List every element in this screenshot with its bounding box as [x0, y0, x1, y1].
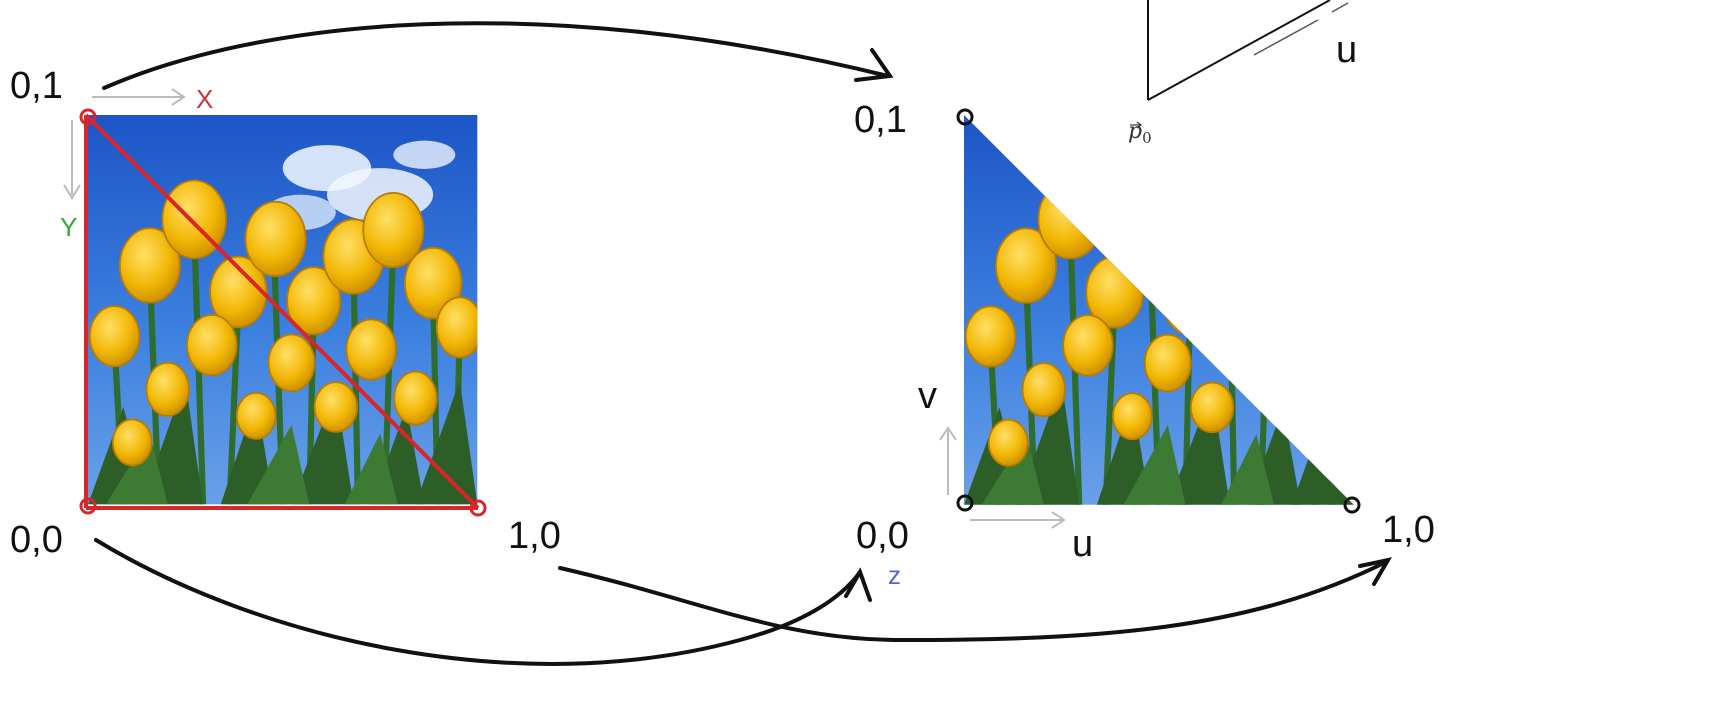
inset-u-direction	[1253, 2, 1349, 56]
arrow-bottom-left-to-bottom-left	[94, 538, 862, 666]
mapping-arrows	[94, 21, 1393, 666]
left-corner-bottom-left: 0,0	[10, 519, 63, 561]
left-texture-image	[88, 115, 483, 504]
right-axis-u-label: u	[1072, 523, 1093, 565]
right-corner-bottom-right: 1,0	[1382, 509, 1435, 551]
left-vertex-top	[79, 108, 97, 126]
right-axis-v-label: v	[918, 375, 937, 417]
right-vertex-bottom-right	[1343, 496, 1361, 514]
right-vertex-top	[956, 108, 974, 126]
left-vertex-bottom-left	[79, 497, 97, 515]
left-corner-bottom-right: 1,0	[508, 515, 561, 557]
svg-text:p0: p0	[1128, 119, 1152, 147]
left-axis-y-label: Y	[60, 212, 77, 242]
right-vertex-bottom-left	[956, 494, 974, 512]
arrow-top-left-to-top-left	[102, 21, 890, 90]
left-corner-top-left: 0,1	[10, 65, 63, 107]
right-axis-gizmo	[939, 426, 1066, 529]
arrow-head-bottom-right	[1358, 557, 1393, 586]
right-texture-triangle	[964, 115, 1359, 505]
right-corner-top-left: 0,1	[854, 99, 907, 141]
arrow-bottom-right-to-bottom-right	[558, 560, 1388, 643]
left-axis-x-label: X	[196, 84, 213, 114]
arrow-head-bottom-left	[844, 567, 872, 602]
left-triangle-outline	[84, 113, 480, 510]
inset-point-label: p0	[1128, 119, 1152, 147]
left-axis-gizmo	[63, 88, 186, 200]
inset-axis-u-label: u	[1336, 29, 1357, 71]
right-corner-bottom-left: 0,0	[856, 515, 909, 557]
right-partial-glyph: z	[888, 560, 901, 590]
inset-parallelogram	[1147, 0, 1331, 101]
left-vertex-bottom-right	[469, 499, 487, 517]
arrow-head-top	[854, 48, 894, 82]
